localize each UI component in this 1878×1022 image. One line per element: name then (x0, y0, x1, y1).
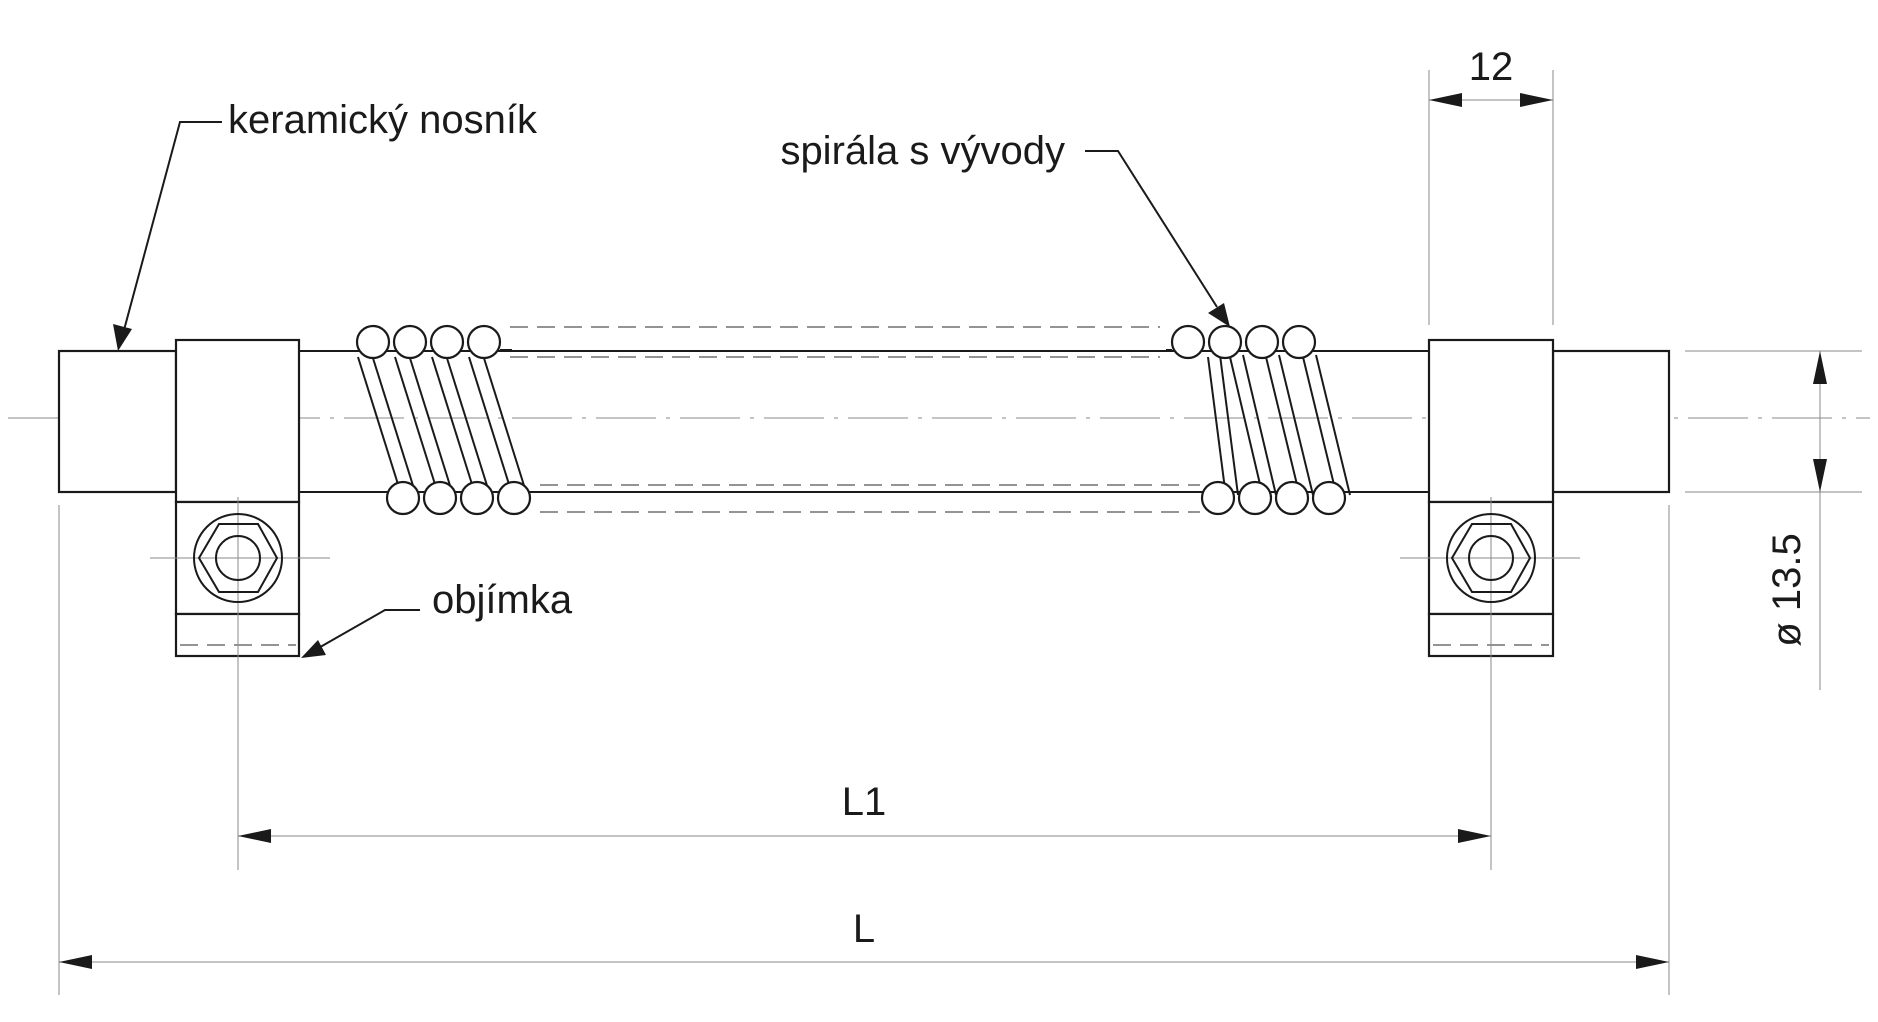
dimension-total-length (58, 505, 1670, 995)
carrier-label: keramický nosník (228, 98, 538, 142)
dimension-diameter-label: ø 13.5 (1765, 533, 1809, 646)
dimension-clamp-width-label: 12 (1469, 45, 1514, 89)
dimension-clamp-width (1428, 70, 1554, 325)
carrier-leader (113, 121, 222, 351)
dimension-total-length-label: L (853, 907, 875, 951)
left-clamp (150, 338, 330, 870)
hidden-lines (510, 326, 1200, 513)
clamp-label: objímka (432, 578, 573, 622)
spiral-leader (1085, 150, 1230, 327)
left-nut-icon (193, 513, 283, 603)
right-clamp (1400, 338, 1580, 870)
right-spiral-coil (1166, 324, 1351, 516)
spiral-label: spirála s vývody (780, 129, 1065, 173)
clamp-leader (301, 609, 420, 658)
dimension-diameter (1685, 350, 1862, 690)
ceramic-carrier (57, 349, 1671, 494)
dimension-inner-length (238, 829, 1491, 843)
dimension-inner-length-label: L1 (842, 780, 887, 824)
left-spiral-coil (355, 324, 542, 516)
right-nut-icon (1446, 513, 1536, 603)
